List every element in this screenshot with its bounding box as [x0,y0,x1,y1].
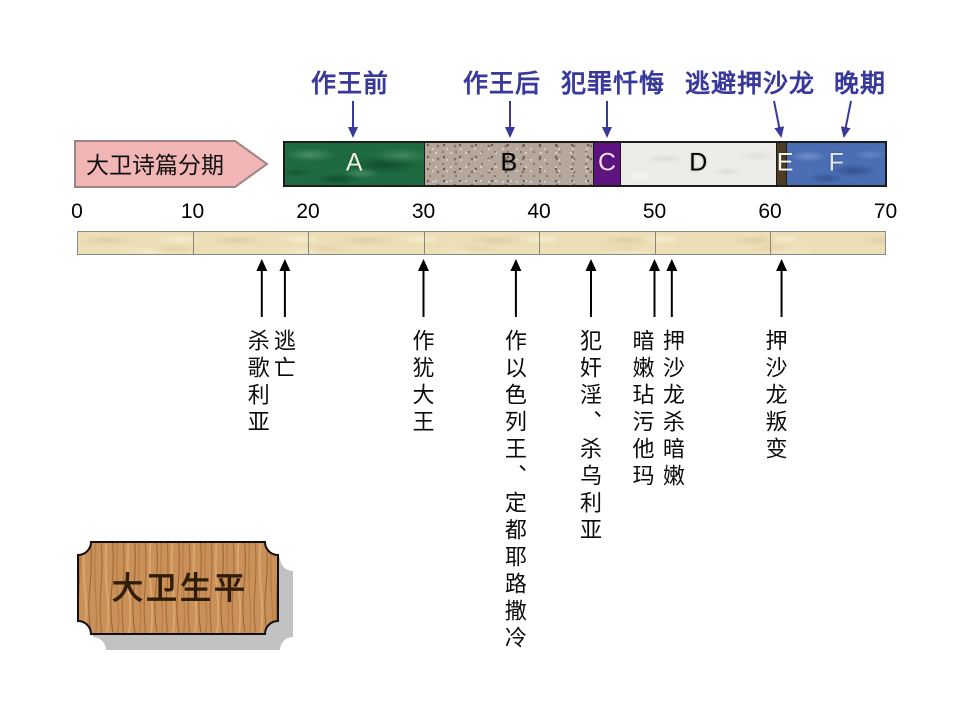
life-of-david-sign-label: 大卫生平 [112,571,248,606]
period-pointer-arrows [348,100,852,138]
axis-label-70: 70 [873,200,898,223]
period-label-B: 作王后 [462,70,541,98]
period-label-A: 作王前 [310,70,389,98]
axis-label-0: 0 [71,200,83,223]
event-pointer-arrows [256,259,788,317]
segment-B: B [423,143,594,185]
event-label-3: 作以色列王、定都耶路撒冷 [501,329,527,653]
event-label-0: 杀歌利亚 [244,329,270,437]
banner-arrow-shape [74,140,269,188]
psalm-period-segment-bar: A B C D E F [283,141,887,187]
axis-label-50: 50 [642,200,667,223]
wooden-sign [77,541,293,650]
axis-tick-30 [423,232,425,254]
axis-label-60: 60 [758,200,782,223]
axis-tick-20 [308,232,309,254]
segment-C: C [593,143,620,185]
segment-letter-A: A [345,148,363,177]
segment-letter-B: B [500,148,518,177]
sign-board [77,541,279,635]
axis-tick-40 [539,232,540,254]
psalm-periods-banner-label: 大卫诗篇分期 [86,152,224,178]
segment-F: F [786,143,886,185]
life-timeline-bar [77,231,886,255]
event-label-4: 犯奸淫、杀乌利亚 [576,329,602,545]
event-label-6: 押沙龙杀暗嫩 [659,329,685,491]
segment-letter-E: E [776,148,794,177]
event-label-5: 暗嫩玷污他玛 [629,329,655,491]
axis-label-40: 40 [527,200,551,223]
axis-label-20: 20 [296,200,320,223]
segment-letter-C: C [598,148,617,177]
period-label-E: 逃避押沙龙 [684,70,815,98]
segment-letter-D: D [689,148,708,177]
segment-E: E [775,143,794,185]
axis-tick-60 [770,232,771,254]
axis-label-30: 30 [411,200,436,223]
period-label-C: 犯罪忏悔 [560,70,665,98]
event-label-7: 押沙龙叛变 [762,329,788,464]
axis-tick-50 [654,232,656,254]
period-label-F: 晚期 [833,70,886,98]
segment-letter-F: F [828,148,844,177]
axis-tick-10 [192,232,194,254]
axis-label-10: 10 [180,200,205,223]
event-label-1: 逃亡 [270,329,296,383]
segment-A: A [285,143,424,185]
segment-D: D [619,143,776,185]
event-label-2: 作犹大王 [409,329,435,437]
